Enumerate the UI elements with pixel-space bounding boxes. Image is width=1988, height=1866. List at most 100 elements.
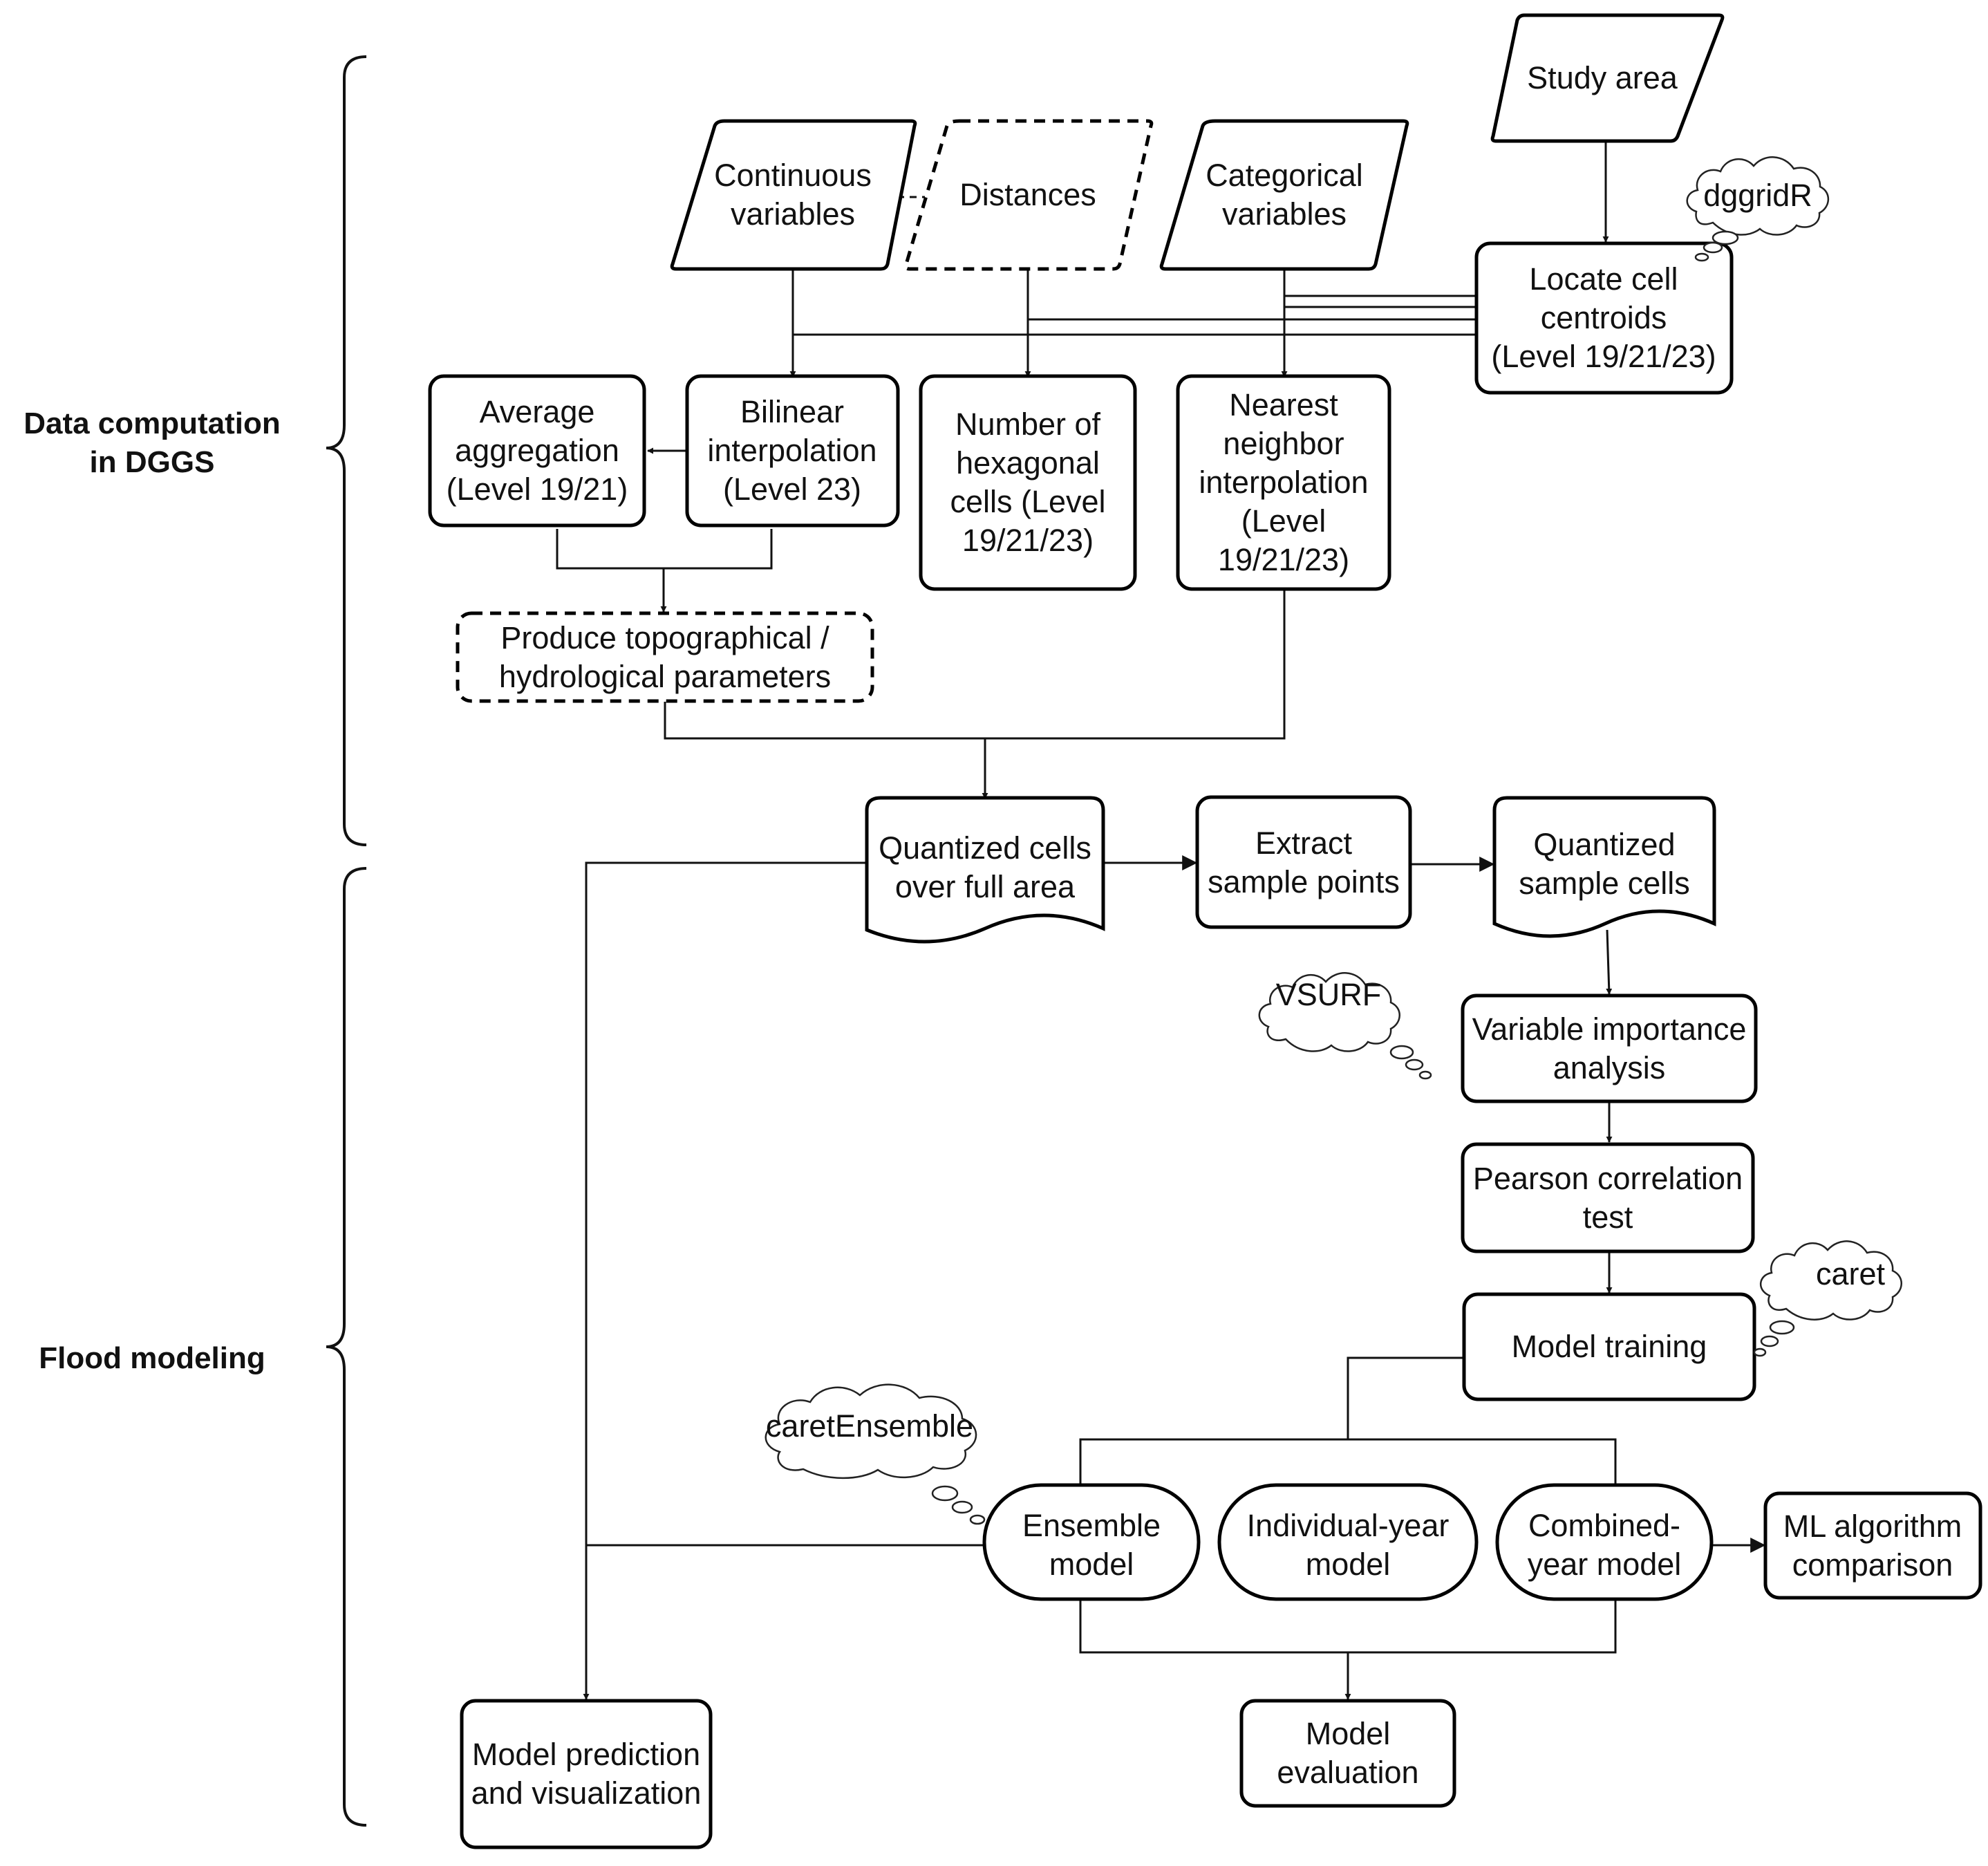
label-line: Model training — [1512, 1329, 1707, 1364]
node-label: Study area — [1527, 60, 1678, 95]
cloud-dggridr-icon: dggridR — [1686, 156, 1830, 262]
label-line: aggregation — [455, 433, 619, 468]
label-line: Model prediction — [472, 1737, 700, 1772]
node-ensemble-model: Ensemble model — [982, 1483, 1201, 1601]
label-line: hexagonal — [956, 445, 1100, 481]
label-line: Produce topographical / — [500, 620, 829, 655]
label-line: Distances — [959, 177, 1096, 212]
cloud-label: caret — [1816, 1256, 1886, 1291]
label-line: 19/21/23) — [1218, 542, 1349, 577]
label-line: over full area — [895, 869, 1076, 904]
node-label: Produce topographical / hydrological para… — [499, 620, 831, 694]
label-line: Ensemble — [1022, 1508, 1161, 1543]
label-line: evaluation — [1277, 1755, 1418, 1790]
node-study-area: Study area — [1490, 13, 1725, 143]
label-line: ML algorithm — [1783, 1509, 1962, 1544]
section-label-data-computation: Data computation in DGGS — [24, 407, 281, 479]
cloud-caretensemble-icon: caretEnsemble — [765, 1383, 986, 1525]
label-line: Quantized — [1533, 827, 1675, 862]
label-line: Quantized cells — [879, 830, 1091, 866]
label-line: model — [1049, 1547, 1134, 1582]
node-label: Distances — [959, 177, 1096, 212]
label-line: (Level 19/21/23) — [1491, 339, 1716, 374]
node-bilinear-interpolation: Bilinear interpolation (Level 23) — [685, 374, 900, 528]
node-label: Combined-year model — [1528, 1508, 1682, 1582]
label-line: Data computation — [24, 407, 281, 440]
label-line: sample points — [1208, 864, 1400, 899]
label-line: year model — [1528, 1547, 1682, 1582]
node-label: Ensemble model — [1022, 1508, 1161, 1582]
label-line: model — [1306, 1547, 1391, 1582]
node-model-training: Model training — [1462, 1292, 1756, 1401]
label-line: Combined- — [1528, 1508, 1680, 1543]
label-line: Average — [480, 394, 595, 429]
brace-flood-modeling — [326, 867, 367, 1827]
label-line: cells (Level — [950, 484, 1105, 519]
node-distances: Distances — [903, 119, 1154, 271]
cloud-label: caretEnsemble — [766, 1408, 973, 1444]
cloud-label: dggridR — [1703, 178, 1812, 213]
label-line: test — [1583, 1200, 1633, 1235]
node-label: Model evaluation — [1277, 1716, 1418, 1790]
cloud-caret-icon: caret — [1753, 1240, 1902, 1357]
label-line: Pearson correlation — [1473, 1161, 1743, 1196]
connectors — [556, 142, 1766, 1700]
node-individual-year-model: Individual-year model — [1217, 1483, 1479, 1601]
node-average-aggregation: Average aggregation (Level 19/21) — [428, 374, 646, 528]
label-line: Variable importance — [1472, 1011, 1747, 1047]
node-pearson-correlation-test: Pearson correlation test — [1461, 1142, 1755, 1253]
node-produce-parameters: Produce topographical / hydrological para… — [456, 611, 874, 703]
label-line: interpolation — [707, 433, 876, 468]
label-line: (Level 19/21) — [447, 472, 628, 507]
label-line: comparison — [1792, 1547, 1953, 1583]
cloud-label: VSURF — [1276, 977, 1382, 1012]
label-line: Locate cell — [1529, 261, 1678, 297]
label-line: interpolation — [1199, 465, 1368, 500]
label-line: Bilinear — [740, 394, 844, 429]
label-line: Study area — [1527, 60, 1678, 95]
label-line: and visualization — [471, 1775, 702, 1811]
node-label: Individual-year model — [1247, 1508, 1450, 1582]
label-line: neighbor — [1223, 426, 1344, 461]
cloud-vsurf-icon: VSURF — [1258, 972, 1432, 1080]
label-line: Number of — [955, 407, 1101, 442]
label-line: analysis — [1553, 1050, 1666, 1085]
node-label: Pearson correlation test — [1473, 1161, 1743, 1235]
label-line: (Level — [1241, 503, 1326, 539]
label-line: Model — [1306, 1716, 1391, 1751]
node-combined-year-model: Combined-year model — [1495, 1483, 1714, 1601]
label-line: in DGGS — [90, 445, 215, 479]
node-label: Model training — [1512, 1329, 1707, 1364]
label-line: variables — [1222, 196, 1347, 232]
label-line: Individual-year — [1247, 1508, 1450, 1543]
label-line: centroids — [1541, 300, 1667, 335]
node-label: Bilinear interpolation (Level 23) — [707, 394, 876, 507]
node-model-evaluation: Model evaluation — [1239, 1699, 1456, 1808]
label-line: 19/21/23) — [962, 523, 1094, 558]
label-line: hydrological parameters — [499, 659, 831, 694]
brace-data-computation — [326, 55, 367, 846]
label-line: (Level 23) — [723, 472, 861, 507]
label-line: Categorical — [1206, 158, 1363, 193]
label-line: variables — [731, 196, 855, 232]
section-label-flood-modeling: Flood modeling — [39, 1341, 265, 1375]
